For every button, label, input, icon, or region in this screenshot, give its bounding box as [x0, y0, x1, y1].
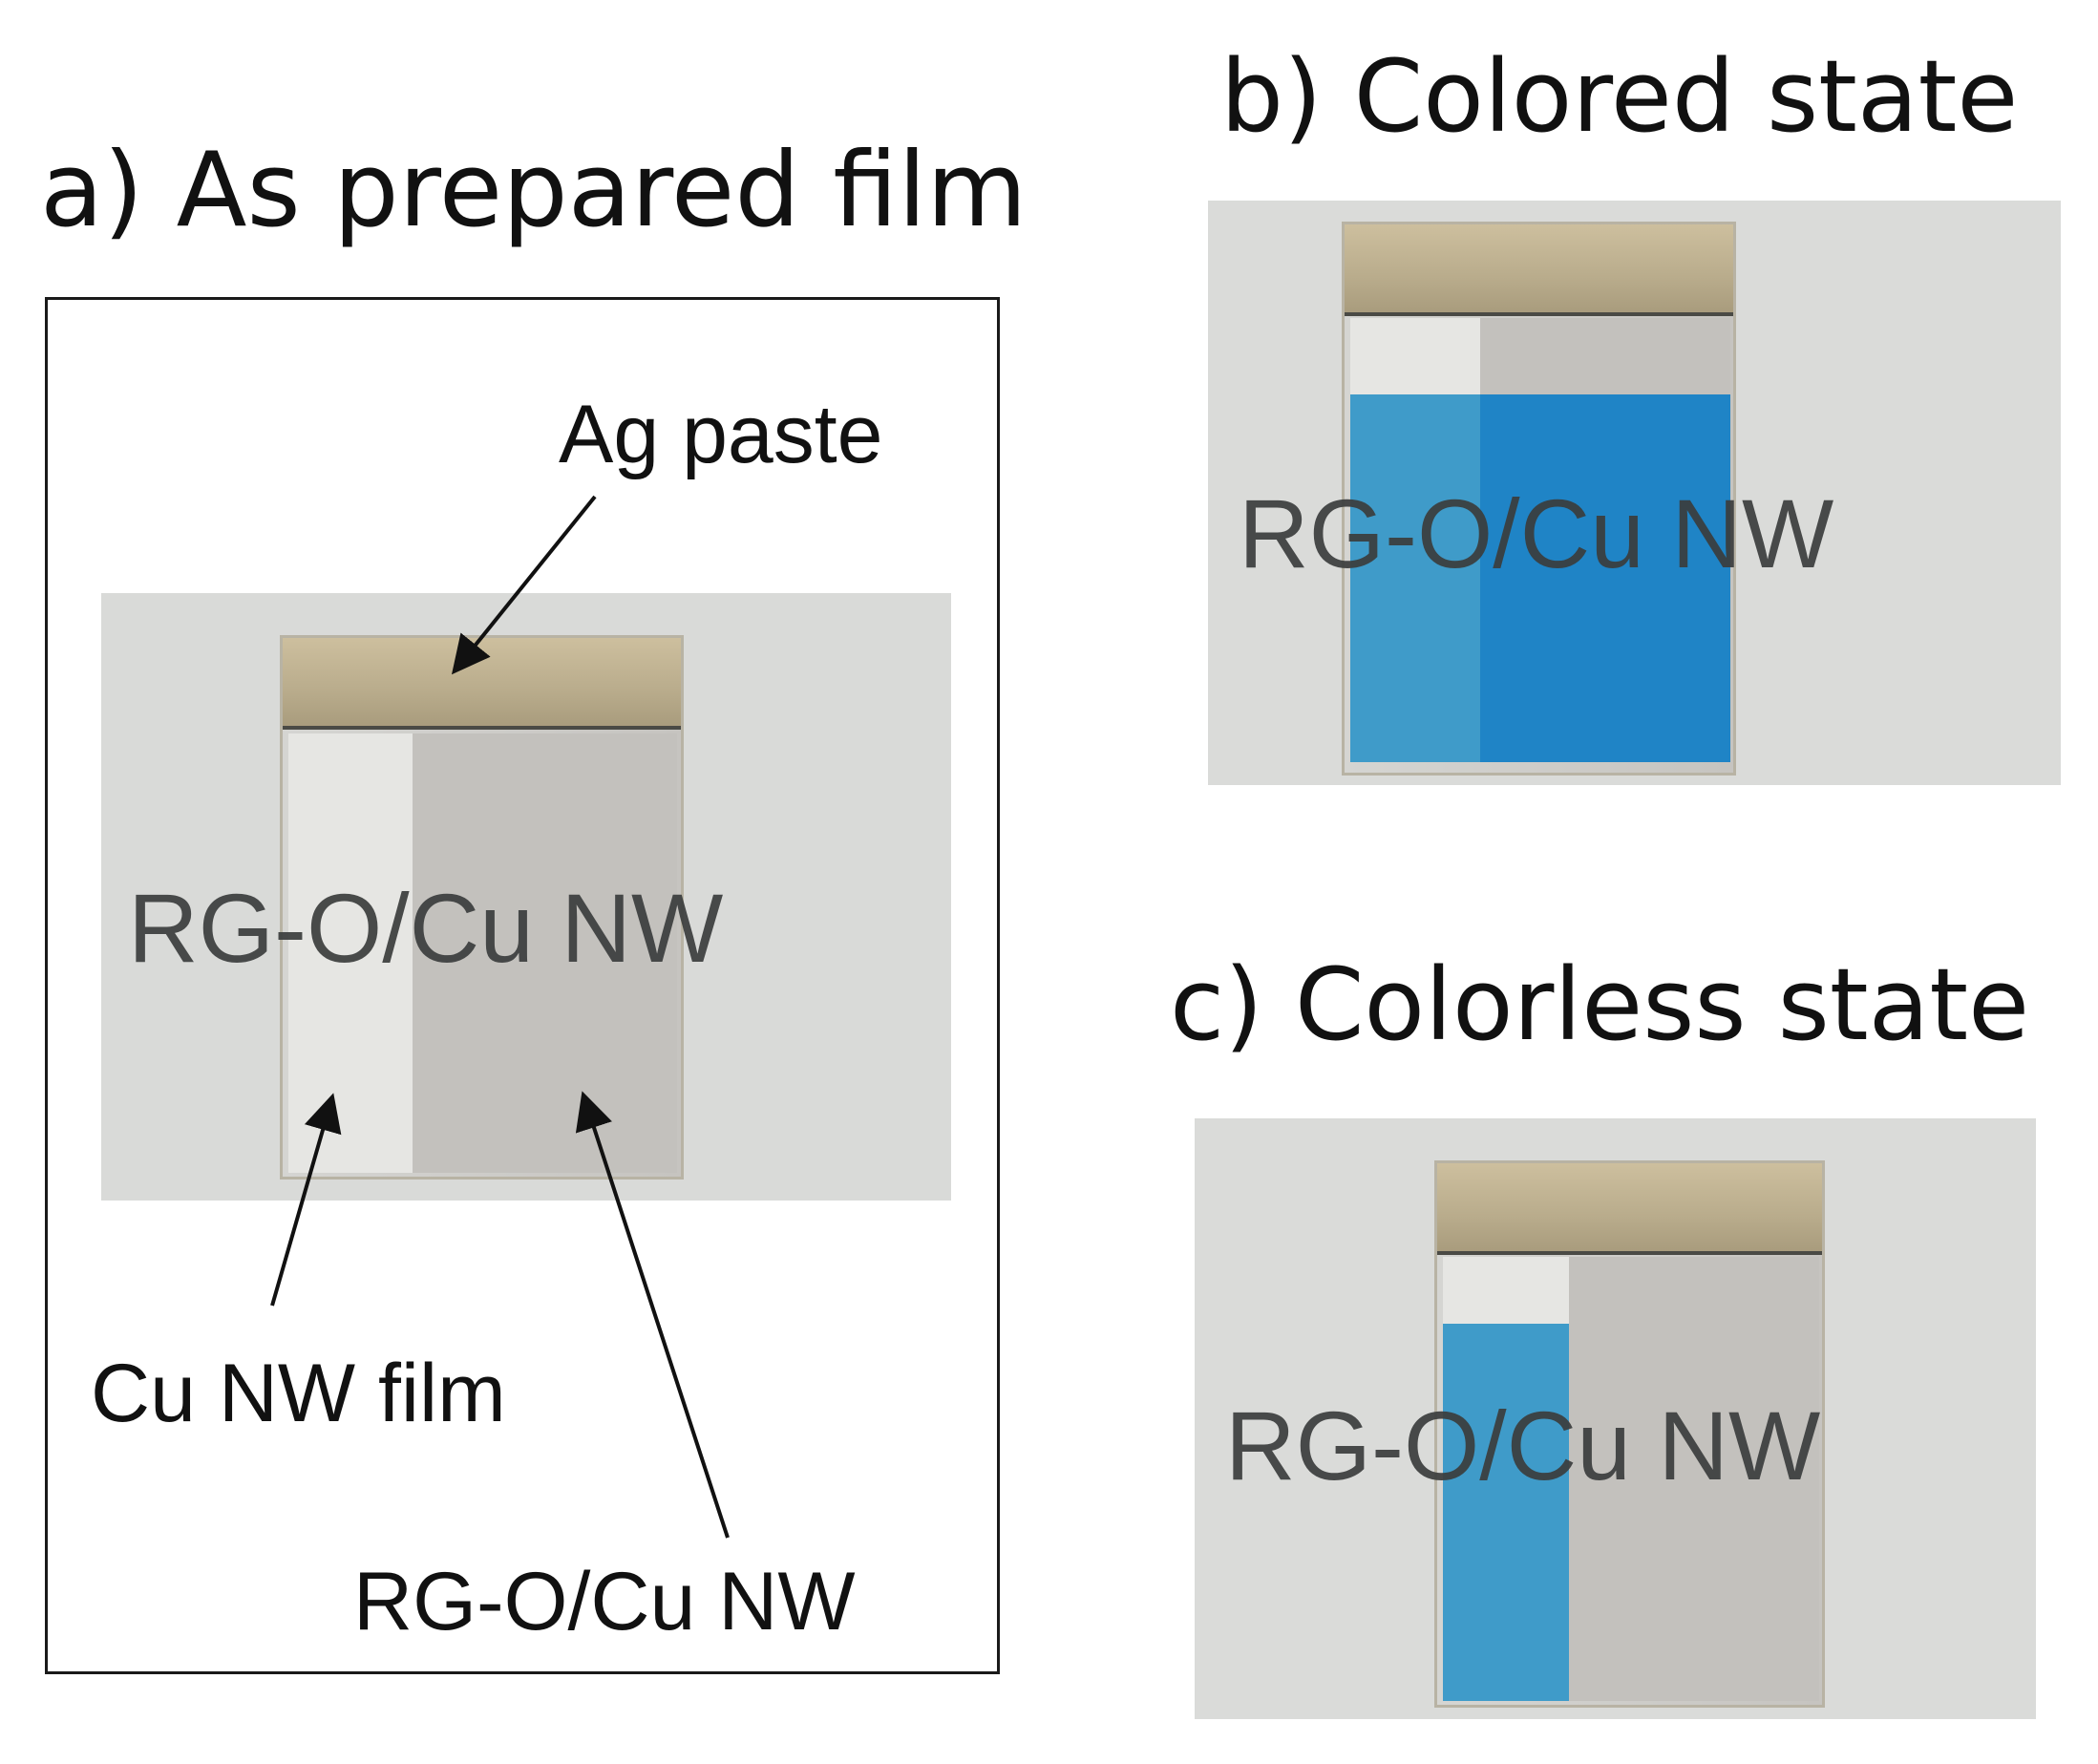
sample-text: RG-O/Cu NW — [1225, 1392, 1821, 1500]
ag-paste-arrow — [451, 495, 597, 675]
cu-nw-film-region — [1350, 318, 1480, 394]
ag-paste-strip — [1345, 224, 1733, 316]
rgo-cu-nw-region — [1480, 318, 1730, 394]
colored-cu-nw-region — [1443, 1324, 1569, 1701]
panel-c-photo: RG-O/Cu NW — [1195, 1118, 2036, 1719]
panel-b-photo: RG-O/Cu NW — [1208, 201, 2061, 785]
cu-nw-film-region — [1443, 1257, 1569, 1324]
panel-c-title: c) Colorless state — [1170, 946, 2030, 1063]
ag-paste-strip — [1437, 1163, 1822, 1255]
colored-cu-nw-region — [1350, 394, 1480, 762]
colored-rgo-cu-nw-region — [1480, 394, 1730, 762]
panel-a-title: a) As prepared film — [40, 131, 1028, 250]
callout-ag-paste: Ag paste — [559, 389, 883, 480]
panel-a-frame — [45, 297, 1000, 1674]
rgo-cu-nw-arrow — [575, 1091, 730, 1539]
callout-cu-nw-film: Cu NW film — [91, 1348, 506, 1439]
panel-b-title: b) Colored state — [1220, 38, 2019, 155]
rgo-cu-nw-region — [1569, 1257, 1819, 1701]
sample-text: RG-O/Cu NW — [1239, 479, 1834, 588]
sample-text: RG-O/Cu NW — [128, 874, 724, 983]
glass-slide — [1342, 222, 1736, 776]
rgo-cu-nw-region — [413, 733, 677, 1173]
panel-a-photo: RG-O/Cu NW — [101, 593, 951, 1201]
cu-nw-film-arrow — [270, 1093, 342, 1307]
glass-slide — [1434, 1160, 1825, 1708]
callout-rgo-cu-nw: RG-O/Cu NW — [353, 1556, 856, 1647]
